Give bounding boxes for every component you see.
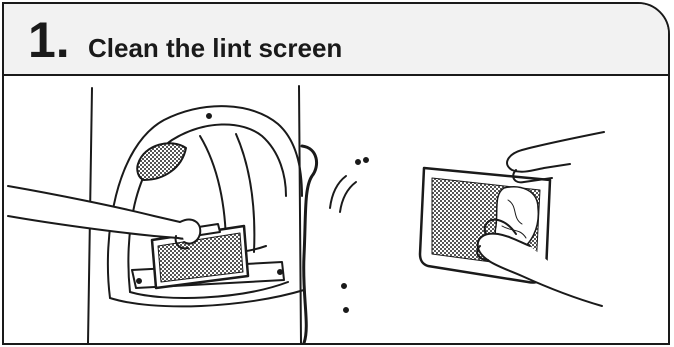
step-title: Clean the lint screen (88, 33, 342, 63)
door-screw-icon (342, 284, 346, 288)
door-edge (302, 146, 317, 343)
hands-wiping-lint-off-screen-icon (420, 132, 604, 306)
hand-removing-lint-screen-from-dryer-drum-icon (8, 86, 368, 343)
screw-icon (278, 270, 282, 274)
step-number: 1. (28, 12, 70, 68)
step-header: 1. Clean the lint screen (4, 4, 668, 76)
door-curve (330, 176, 346, 208)
drum-exhaust-vent (137, 143, 186, 180)
arm (8, 186, 196, 239)
upper-hand (507, 132, 604, 172)
screw-icon (137, 279, 141, 283)
door-screw-icon (344, 308, 348, 312)
door-screw-icon (356, 160, 360, 164)
screw-icon (207, 114, 211, 118)
illustration (4, 76, 668, 343)
door-screw-icon (364, 158, 368, 162)
cabinet-right-edge (299, 86, 301, 343)
door-curve (340, 182, 356, 212)
instruction-panel: 1. Clean the lint screen (2, 2, 670, 345)
